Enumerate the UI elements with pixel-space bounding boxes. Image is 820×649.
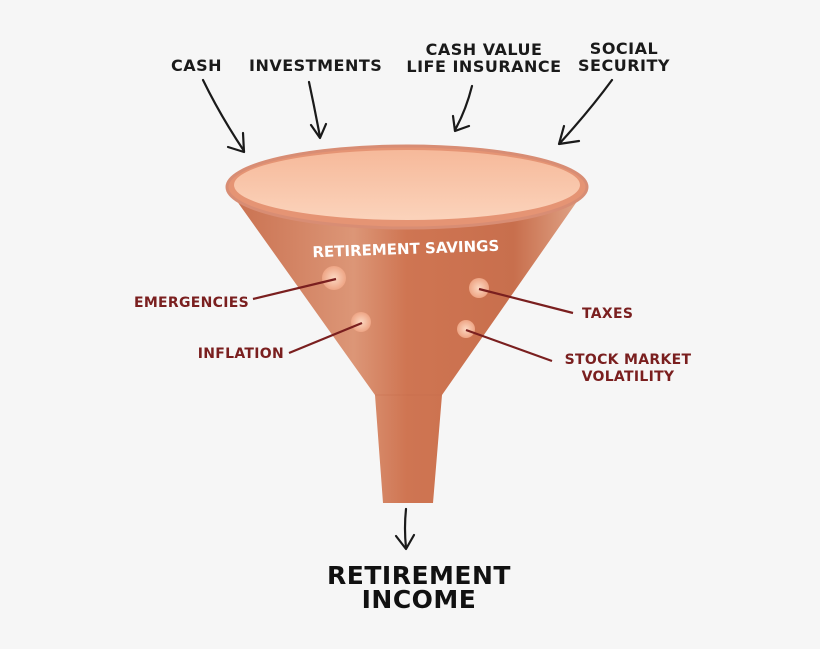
- source-cash-value-line1: CASH VALUE: [426, 40, 543, 59]
- source-cash-value-line2: LIFE INSURANCE: [406, 57, 561, 76]
- source-cash: CASH: [171, 56, 222, 75]
- arrow-output-icon: [394, 507, 416, 551]
- leader-emergencies: [252, 277, 337, 301]
- source-social-line1: SOCIAL: [590, 39, 658, 58]
- leak-hole-taxes: [469, 278, 489, 298]
- output-line1: RETIREMENT: [327, 561, 511, 590]
- leak-hole-stock: [457, 320, 475, 338]
- leak-emergencies: EMERGENCIES: [134, 295, 249, 311]
- leader-inflation: [288, 321, 363, 355]
- funnel: [225, 144, 589, 503]
- leak-stock-line2: VOLATILITY: [582, 369, 675, 385]
- source-social-line2: SECURITY: [578, 56, 670, 75]
- leak-hole-emergencies: [322, 266, 346, 290]
- leak-inflation: INFLATION: [198, 346, 284, 362]
- arrow-investments-icon: [307, 80, 328, 140]
- source-investments: INVESTMENTS: [249, 56, 382, 75]
- arrow-social-icon: [557, 78, 614, 146]
- output-line2: INCOME: [362, 585, 477, 614]
- leak-hole-inflation: [351, 312, 371, 332]
- arrow-cash-value-icon: [451, 84, 474, 133]
- leak-taxes: TAXES: [582, 306, 633, 322]
- leader-stock: [465, 328, 553, 363]
- leader-taxes: [478, 287, 574, 315]
- arrow-cash-icon: [201, 78, 246, 154]
- leak-stock-line1: STOCK MARKET: [565, 352, 692, 368]
